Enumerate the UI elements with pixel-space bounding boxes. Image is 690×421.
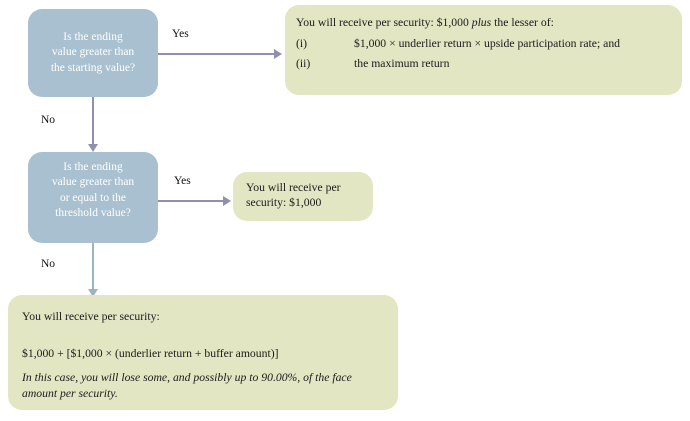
edge-label-yes-1: Yes (172, 28, 189, 40)
decision-1-label: Is the ending value greater than the sta… (50, 31, 136, 74)
connector-yes-2-arrowhead (223, 196, 231, 206)
outcome-upside-item-2: (ii) the maximum return (296, 58, 670, 70)
outcome-upside-item-2-text: the maximum return (354, 57, 450, 71)
outcome-upside-lead-emphasis: plus (471, 16, 492, 29)
outcome-downside-lead: You will receive per security: (22, 310, 160, 323)
connector-no-2-arrowhead (88, 289, 98, 297)
connector-no-1-arrowhead (88, 144, 98, 152)
edge-label-no-1: No (41, 114, 56, 126)
outcome-downside-box: You will receive per security: $1,000 + … (8, 295, 398, 410)
outcome-upside-lead-prefix: You will receive per security: $1,000 (296, 16, 472, 29)
decision-2-label: Is the ending value greater than or equa… (51, 161, 135, 219)
connector-yes-1-arrowhead (274, 49, 282, 59)
outcome-downside-formula: $1,000 + [$1,000 × (underlier return + b… (22, 347, 279, 361)
outcome-par-text: You will receive per security: $1,000 (246, 181, 341, 209)
outcome-upside-box: You will receive per security: $1,000 pl… (285, 5, 682, 95)
connector-yes-2-line (158, 200, 224, 202)
outcome-par-box: You will receive per security: $1,000 (233, 172, 373, 221)
connector-no-1-line (92, 97, 94, 145)
connector-no-2-line (92, 243, 94, 290)
outcome-upside-lead-suffix: the lesser of: (491, 16, 554, 29)
outcome-upside-item-1-marker: (i) (296, 36, 308, 50)
outcome-upside-item-1-text: $1,000 × underlier return × upside parti… (354, 36, 621, 50)
connector-yes-1-line (158, 53, 275, 55)
outcome-downside-note: In this case, you will lose some, and po… (22, 371, 352, 400)
decision-ending-vs-threshold: Is the ending value greater than or equa… (28, 152, 158, 243)
edge-label-no-2: No (41, 258, 56, 270)
outcome-upside-lead: You will receive per security: $1,000 pl… (296, 17, 670, 29)
outcome-upside-item-1: (i) $1,000 × underlier return × upside p… (296, 36, 670, 50)
edge-label-yes-2: Yes (174, 175, 191, 187)
outcome-upside-item-2-marker: (ii) (296, 57, 311, 71)
decision-ending-vs-starting: Is the ending value greater than the sta… (28, 9, 158, 97)
